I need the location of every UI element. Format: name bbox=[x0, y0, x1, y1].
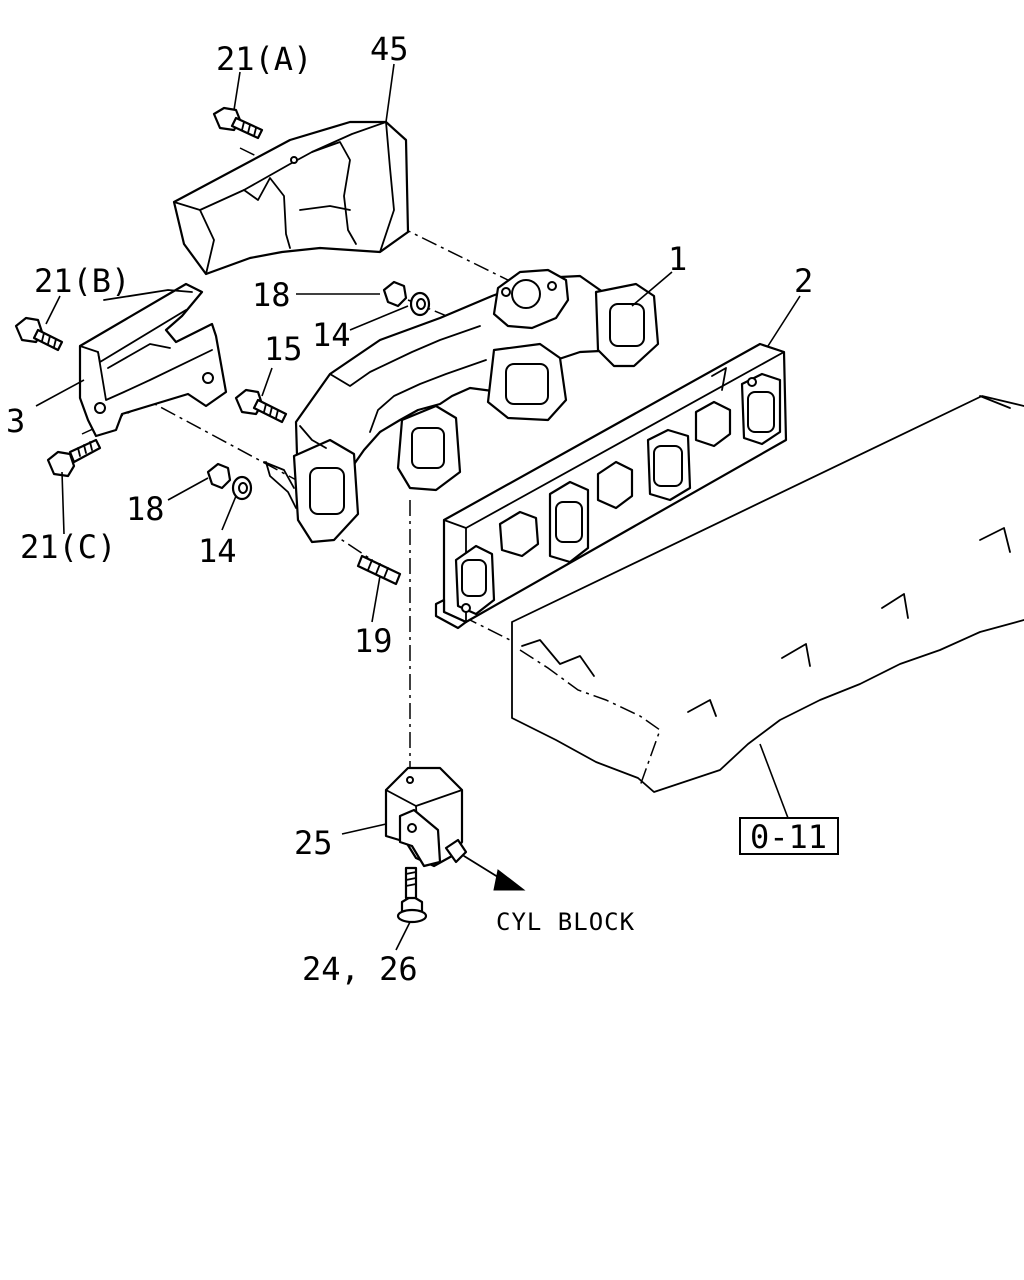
heat-shield-45 bbox=[172, 120, 410, 276]
exhaust-manifold-1 bbox=[263, 268, 660, 544]
reference-box: 0-11 bbox=[739, 817, 839, 856]
stud-15 bbox=[234, 388, 288, 424]
nut-18-top bbox=[382, 280, 408, 308]
reference-box-label: 0-11 bbox=[750, 818, 827, 856]
callout-21a: 21(A) bbox=[216, 40, 312, 78]
direction-label-cyl-block: CYL BLOCK bbox=[496, 908, 635, 936]
bolt-21b bbox=[14, 316, 64, 352]
stud-19 bbox=[356, 554, 402, 586]
washer-14-bottom bbox=[231, 475, 253, 501]
bolt-21c bbox=[46, 438, 102, 478]
bolt-24-26 bbox=[396, 866, 428, 924]
callout-14-top: 14 bbox=[312, 316, 351, 354]
callout-21b: 21(B) bbox=[34, 262, 130, 300]
callout-25: 25 bbox=[294, 824, 333, 862]
cylinder-head bbox=[511, 395, 1024, 793]
nut-18-bottom bbox=[206, 462, 232, 490]
callout-24-26: 24, 26 bbox=[302, 950, 418, 988]
bolt-21a bbox=[212, 106, 264, 140]
callout-1: 1 bbox=[668, 240, 687, 278]
callout-19: 19 bbox=[354, 622, 393, 660]
callout-2: 2 bbox=[794, 262, 813, 300]
manifold-gasket-2 bbox=[434, 342, 788, 630]
callout-14-bottom: 14 bbox=[198, 532, 237, 570]
mount-bracket-25 bbox=[384, 766, 526, 891]
callout-15: 15 bbox=[264, 330, 303, 368]
bracket-3 bbox=[78, 282, 228, 438]
callout-45: 45 bbox=[370, 30, 409, 68]
callout-18-bottom: 18 bbox=[126, 490, 165, 528]
callout-18-top: 18 bbox=[252, 276, 291, 314]
callout-21c: 21(C) bbox=[20, 528, 116, 566]
callout-3: 3 bbox=[6, 402, 25, 440]
washer-14-top bbox=[409, 291, 431, 317]
leader-lines bbox=[35, 63, 801, 951]
